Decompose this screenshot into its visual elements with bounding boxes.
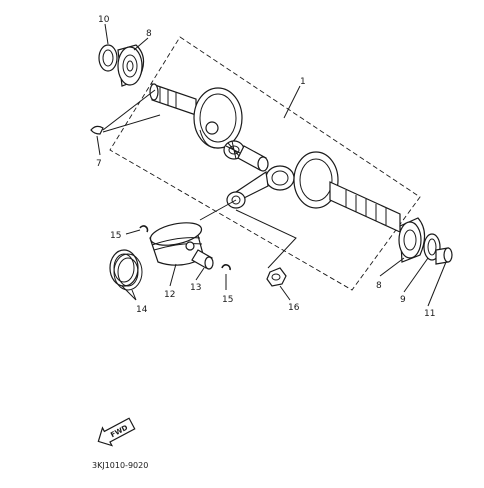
leader-13 xyxy=(195,267,205,281)
piston-pin xyxy=(191,249,214,270)
callout-13: 13 xyxy=(190,283,201,293)
circlip-right xyxy=(221,264,231,271)
assembly-boundary xyxy=(109,36,421,291)
leader-16b xyxy=(279,285,291,301)
callout-8-left: 8 xyxy=(146,29,152,39)
leader-7a xyxy=(102,89,156,131)
leader-16 xyxy=(235,209,297,269)
leader-1 xyxy=(283,85,301,119)
bearing-left xyxy=(117,44,145,87)
leader-8a xyxy=(133,37,149,51)
piston-rings xyxy=(109,249,143,291)
callout-1: 1 xyxy=(300,77,306,87)
needle-bearing xyxy=(223,140,245,160)
crank-pin xyxy=(237,145,269,172)
leader-rod-piston xyxy=(199,199,237,221)
callout-16: 16 xyxy=(288,303,300,313)
leader-15a xyxy=(125,229,141,235)
circlip-left xyxy=(139,225,149,233)
piston xyxy=(149,222,205,266)
crankshaft-right-half xyxy=(293,151,401,233)
crankshaft-left-half xyxy=(149,83,243,149)
leader-8b xyxy=(379,257,405,277)
callout-15-left: 15 xyxy=(110,231,121,241)
callout-9: 9 xyxy=(400,295,406,305)
leader-9 xyxy=(403,257,429,293)
nut xyxy=(266,267,287,287)
callout-12: 12 xyxy=(164,290,175,300)
leader-12 xyxy=(169,263,177,287)
callout-7: 7 xyxy=(96,159,102,169)
callout-11: 11 xyxy=(424,309,435,319)
diagram-code: 3KJ1010-9020 xyxy=(92,461,148,470)
leader-14 xyxy=(121,285,137,301)
collar xyxy=(435,247,453,265)
connecting-rod xyxy=(226,165,295,209)
leader-7c xyxy=(96,135,101,156)
leader-11 xyxy=(427,261,447,307)
callout-10: 10 xyxy=(98,15,110,25)
fwd-arrow-icon: FWD xyxy=(97,417,136,447)
bearing-right xyxy=(398,217,426,263)
leader-10 xyxy=(104,23,109,45)
callout-14: 14 xyxy=(136,305,148,315)
leader-7b xyxy=(102,114,161,133)
woodruff-key xyxy=(90,125,104,135)
callout-15-right: 15 xyxy=(222,295,233,305)
oil-seal-left xyxy=(98,44,118,72)
callout-8-right: 8 xyxy=(376,281,382,291)
